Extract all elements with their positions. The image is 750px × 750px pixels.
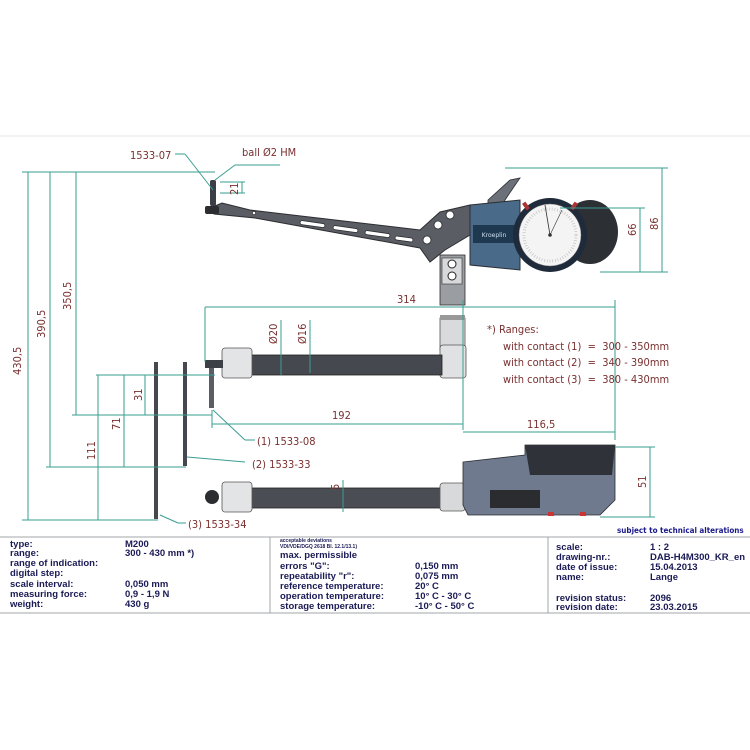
weight-value: 430 g [125, 599, 150, 610]
label-contact-2: (2) 1533-33 [252, 458, 311, 471]
name-label: name: [556, 572, 584, 583]
dim-51: 51 [636, 475, 649, 488]
revision-status-label: revision status: [556, 593, 627, 604]
label-1533-07: 1533-07 [130, 149, 171, 162]
brand-label: Kroeplin [482, 232, 507, 239]
gauge-top-view: Kroeplin [205, 177, 618, 306]
type-value: M200 [125, 539, 149, 550]
dim-86: 86 [648, 217, 661, 230]
contact-tip-1533-07 [210, 180, 216, 206]
title-block-frame [0, 536, 750, 614]
dim-71: 71 [110, 417, 123, 430]
range-value: 300 - 430 mm *) [125, 548, 195, 559]
storage-temperature-label: storage temperature: [280, 601, 376, 612]
max-permissible-label: max. permissible [280, 550, 358, 561]
extension-tube [249, 354, 443, 376]
revision-date-value: 23.03.2015 [650, 602, 698, 613]
ranges-title: *) Ranges: [487, 323, 539, 336]
measuring-arm [209, 202, 471, 263]
operation-temperature-value: 10° C - 30° C [415, 591, 472, 602]
operation-temperature-label: operation temperature: [280, 591, 384, 602]
dim-314: 314 [397, 293, 416, 306]
digital-step-label: digital step: [10, 568, 64, 579]
dim-31: 31 [132, 388, 145, 401]
name-value: Lange [650, 572, 678, 583]
dim-21: 21 [228, 182, 241, 195]
drawing-nr-value: DAB-H4M300_KR_en [650, 552, 746, 563]
gauge-bottom-view [205, 444, 616, 516]
dimension-lines [22, 153, 668, 524]
gauge-side-view [154, 315, 467, 519]
contact-1 [209, 368, 214, 408]
dial-needle [544, 204, 551, 236]
type-label: type: [10, 539, 33, 550]
date-of-issue-label: date of issue: [556, 562, 618, 573]
measuring-force-value: 0,9 - 1,9 N [125, 589, 170, 600]
repeatability-label: repeatability "r": [280, 571, 355, 582]
acceptable-deviations-heading: acceptable deviations [280, 538, 332, 544]
drawing-nr-label: drawing-nr.: [556, 552, 611, 563]
reference-temperature-label: reference temperature: [280, 581, 384, 592]
dim-350-5: 350,5 [61, 282, 74, 310]
measuring-force-label: measuring force: [10, 589, 88, 600]
technical-alterations-note: subject to technical alterations [617, 526, 744, 535]
range-label: range: [10, 548, 40, 559]
storage-temperature-value: -10° C - 50° C [415, 601, 475, 612]
dim-111: 111 [85, 441, 98, 460]
scale-interval-value: 0,050 mm [125, 579, 169, 590]
contact-2 [183, 362, 187, 466]
dim-dia-16: Ø16 [296, 324, 309, 344]
dim-192: 192 [332, 409, 351, 422]
dim-5: 5 [329, 484, 342, 490]
scale-value: 1 : 2 [650, 542, 670, 553]
reference-temperature-value: 20° C [415, 581, 439, 592]
range-line-2: with contact (2) = 340 - 390mm [503, 356, 669, 369]
range-line-3: with contact (3) = 380 - 430mm [503, 373, 669, 386]
errors-g-label: errors "G": [280, 561, 330, 572]
label-ball: ball Ø2 HM [242, 146, 296, 159]
weight-label: weight: [10, 599, 44, 610]
dim-116-5: 116,5 [527, 418, 555, 431]
revision-status-value: 2096 [650, 593, 672, 604]
dimension-labels: 1533-07 ball Ø2 HM 21 430,5 390,5 350,5 … [11, 146, 744, 535]
label-contact-3: (3) 1533-34 [188, 518, 247, 531]
range-line-1: with contact (1) = 300 - 350mm [503, 340, 669, 353]
range-of-indication-label: range of indication: [10, 558, 99, 569]
scale-interval-label: scale interval: [10, 579, 74, 590]
revision-date-label: revision date: [556, 602, 618, 613]
contact-3 [154, 362, 158, 519]
date-of-issue-value: 15.04.2013 [650, 562, 698, 573]
scale-label: scale: [556, 542, 583, 553]
dim-dia-20: Ø20 [267, 324, 280, 344]
vdi-reference: VDI/VDE/DGQ 2618 Bl. 12.1/13.1) [280, 544, 357, 550]
errors-g-value: 0,150 mm [415, 561, 459, 572]
dim-390-5: 390,5 [35, 310, 48, 338]
dim-66: 66 [626, 223, 639, 236]
repeatability-value: 0,075 mm [415, 571, 459, 582]
dim-430-5: 430,5 [11, 347, 24, 375]
label-contact-1: (1) 1533-08 [257, 435, 316, 448]
